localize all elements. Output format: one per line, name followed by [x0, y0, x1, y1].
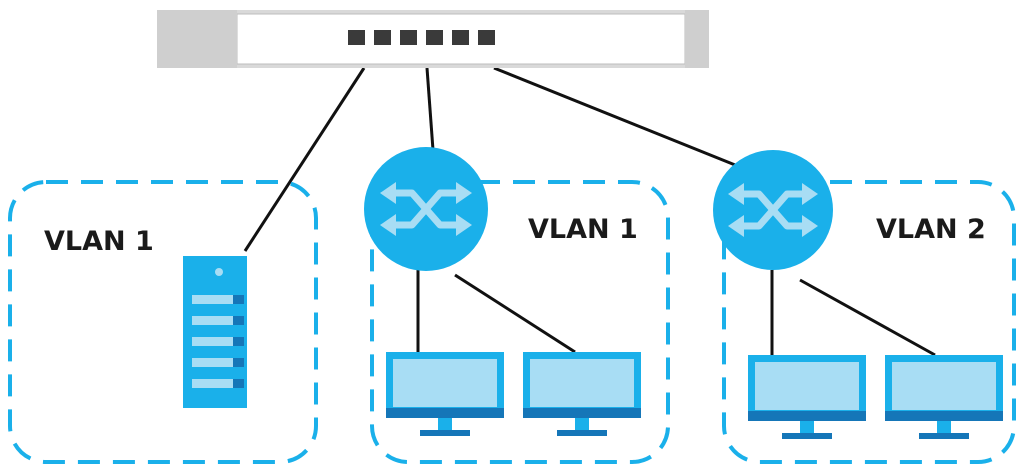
- vlan-box-3: [722, 180, 1016, 464]
- router-icon: [157, 10, 709, 68]
- vlan-label-1: VLAN 1: [44, 226, 154, 257]
- computer-icon: [523, 352, 641, 436]
- router-ports: [348, 30, 495, 45]
- link-switch2-pc4: [799, 278, 936, 357]
- link-router-server: [243, 67, 366, 252]
- connection-lines: [243, 66, 936, 357]
- vlan-box-1: [8, 180, 318, 464]
- server-icon: [183, 256, 247, 408]
- link-router-switch-2: [493, 66, 761, 177]
- vlan-label-2: VLAN 1: [528, 214, 638, 245]
- vlan-boundaries: [8, 180, 1016, 464]
- computer-icon: [885, 355, 1003, 439]
- computer-icon: [748, 355, 866, 439]
- switch-icon: [713, 150, 833, 270]
- computer-icon: [386, 352, 504, 436]
- vlan-box-2: [370, 180, 670, 464]
- switch-icon: [364, 147, 488, 271]
- link-router-switch-1: [425, 67, 435, 151]
- link-switch1-pc2: [454, 273, 576, 354]
- vlan-label-3: VLAN 2: [876, 214, 986, 245]
